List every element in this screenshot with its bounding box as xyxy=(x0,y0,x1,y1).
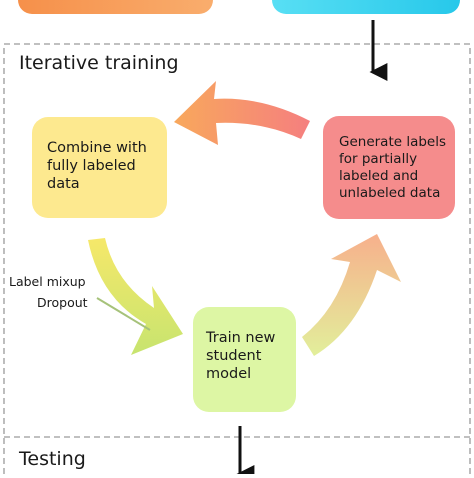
combine-step-line-1: Combine with xyxy=(47,140,147,156)
iterative-section-border xyxy=(3,43,471,474)
combine-step-box: Combine with fully labeled data xyxy=(32,117,167,218)
annotation-pointer xyxy=(96,297,151,331)
generate-step-line-3: labeled and xyxy=(339,168,419,184)
combine-step-line-3: data xyxy=(47,176,80,192)
generate-step-line-2: for partially xyxy=(339,151,418,167)
top-right-box xyxy=(272,0,460,14)
generate-step-line-4: unlabeled data xyxy=(339,185,441,201)
generate-step-line-1: Generate labels xyxy=(339,134,447,150)
top-left-box xyxy=(18,0,213,14)
train-student-step-box: Train new student model xyxy=(193,307,296,412)
testing-title: Testing xyxy=(19,448,86,470)
arrow-combine-to-train xyxy=(88,238,183,355)
train-step-line-1: Train new xyxy=(206,330,276,346)
iterative-training-title: Iterative training xyxy=(19,52,179,74)
combine-step-line-2: fully labeled xyxy=(47,158,136,174)
train-step-line-2: student xyxy=(206,348,262,364)
train-step-line-3: model xyxy=(206,366,252,382)
generate-labels-step-box: Generate labels for partially labeled an… xyxy=(323,116,455,219)
label-mixup-annotation: Label mixup xyxy=(9,274,86,289)
dropout-annotation: Dropout xyxy=(37,295,88,310)
arrow-train-to-generate xyxy=(302,234,401,356)
arrow-generate-to-combine xyxy=(174,81,310,145)
